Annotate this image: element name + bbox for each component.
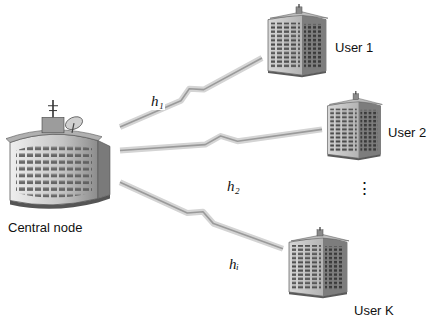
node-label: User K — [354, 304, 394, 319]
link-core — [120, 129, 322, 150]
node-label: Central node — [8, 221, 82, 236]
user-node: User 1 — [262, 2, 392, 80]
link-core — [120, 182, 283, 248]
user-node: User K — [283, 225, 408, 323]
link-glow — [120, 182, 283, 248]
user-node: User 2 — [322, 85, 440, 165]
ellipsis-mark: ⋮ — [356, 180, 373, 197]
central-node: Central node — [2, 88, 120, 238]
node-label: User 1 — [335, 41, 373, 56]
link-glow — [120, 129, 322, 150]
building-icon — [262, 4, 332, 78]
channel-label: h₂ — [226, 178, 241, 195]
link-core — [120, 58, 262, 127]
link-glow — [120, 58, 262, 127]
channel-label: hᵢ — [228, 256, 240, 273]
wireless-link — [120, 182, 283, 248]
node-label: User 2 — [388, 126, 426, 141]
channel-label: h₁ — [150, 93, 165, 110]
building-icon — [322, 91, 386, 161]
wireless-link — [120, 129, 322, 150]
base-station-icon — [2, 98, 114, 216]
building-icon — [283, 227, 353, 299]
wireless-link — [120, 58, 262, 127]
